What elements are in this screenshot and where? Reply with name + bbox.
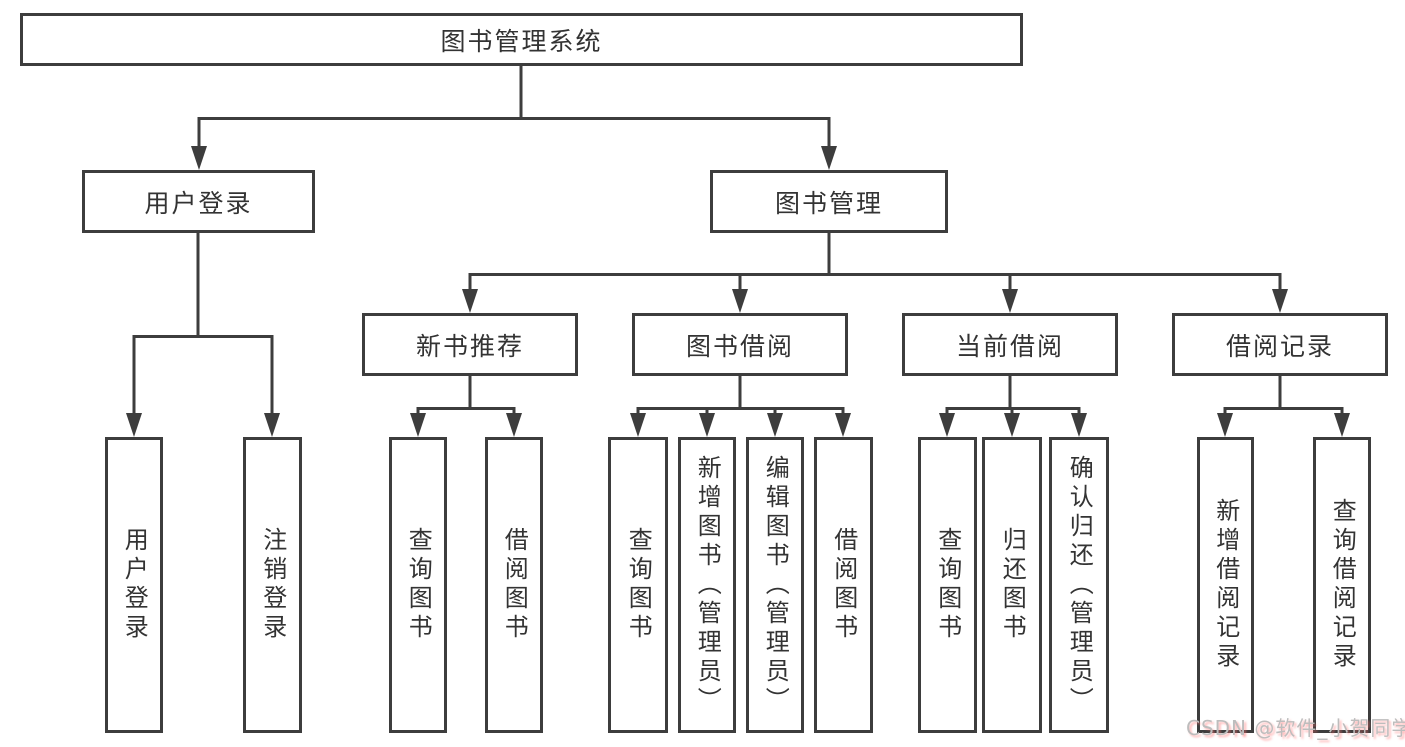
leaf-label: 新增借阅记录 [1211,498,1240,672]
arrowhead [1272,289,1288,313]
leaf-borrow-books: 借阅图书 [814,437,873,733]
connector-borrowing-records [1217,376,1350,437]
leaf-label: 借阅图书 [829,527,858,643]
leaf-return-books: 归还图书 [982,437,1042,733]
connector-book-borrowing [630,376,851,437]
leaf-confirm-return-admin: 确认归还（管理员） [1049,437,1109,733]
arrowhead [462,289,478,313]
node-user-login: 用户登录 [82,170,315,233]
leaf-label: 查询图书 [933,527,962,643]
leaf-edit-books-admin: 编辑图书（管理员） [746,437,804,733]
node-current-borrowing: 当前借阅 [902,313,1118,376]
leaf-label: 归还图书 [998,527,1027,643]
connector-root [191,66,837,170]
leaf-add-books-admin: 新增图书（管理员） [678,437,736,733]
leaf-label: 查询图书 [404,527,433,643]
arrowhead [732,289,748,313]
arrowhead [191,146,207,170]
arrowhead [767,413,783,437]
leaf-label: 注销登录 [258,527,287,643]
leaf-query-books-borrowing: 查询图书 [608,437,668,733]
arrowhead [630,413,646,437]
node-book-borrowing: 图书借阅 [632,313,848,376]
node-library-management-system: 图书管理系统 [20,13,1023,66]
arrowhead [1334,413,1350,437]
arrowhead [939,413,955,437]
arrowhead [699,413,715,437]
arrowhead [821,146,837,170]
connector-current-borrowing [939,376,1087,437]
arrowhead [1002,289,1018,313]
leaf-query-books-recommend: 查询图书 [389,437,447,733]
arrowhead [506,413,522,437]
connector-user-login [126,233,280,437]
leaf-label: 查询借阅记录 [1328,498,1357,672]
arrowhead [410,413,426,437]
leaf-borrow-books-recommend: 借阅图书 [485,437,543,733]
arrowhead [1217,413,1233,437]
arrowhead [264,413,280,437]
node-new-book-recommend: 新书推荐 [362,313,578,376]
connector-new-book-recommend [410,376,522,437]
arrowhead [1004,413,1020,437]
node-borrowing-records: 借阅记录 [1172,313,1388,376]
arrowhead [1071,413,1087,437]
node-book-management: 图书管理 [710,170,948,233]
leaf-label: 查询图书 [624,527,653,643]
leaf-add-borrow-record: 新增借阅记录 [1197,437,1254,733]
leaf-label: 用户登录 [120,527,149,643]
leaf-user-login: 用户登录 [105,437,163,733]
csdn-watermark: CSDN @软件_小贺同学 [1186,716,1405,740]
leaf-label: 借阅图书 [500,527,529,643]
leaf-logout: 注销登录 [243,437,302,733]
leaf-label: 新增图书（管理员） [693,454,722,716]
leaf-query-borrow-record: 查询借阅记录 [1313,437,1371,733]
connector-book-management [462,233,1288,313]
leaf-label: 确认归还（管理员） [1065,454,1094,716]
leaf-query-books-current: 查询图书 [918,437,977,733]
leaf-label: 编辑图书（管理员） [761,454,790,716]
arrowhead [835,413,851,437]
arrowhead [126,413,142,437]
